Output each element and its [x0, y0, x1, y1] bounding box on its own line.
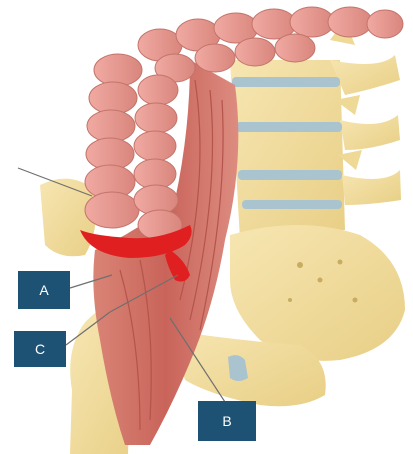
label-a: A: [18, 271, 70, 309]
label-c: C: [14, 331, 66, 367]
label-b: B: [198, 401, 256, 441]
